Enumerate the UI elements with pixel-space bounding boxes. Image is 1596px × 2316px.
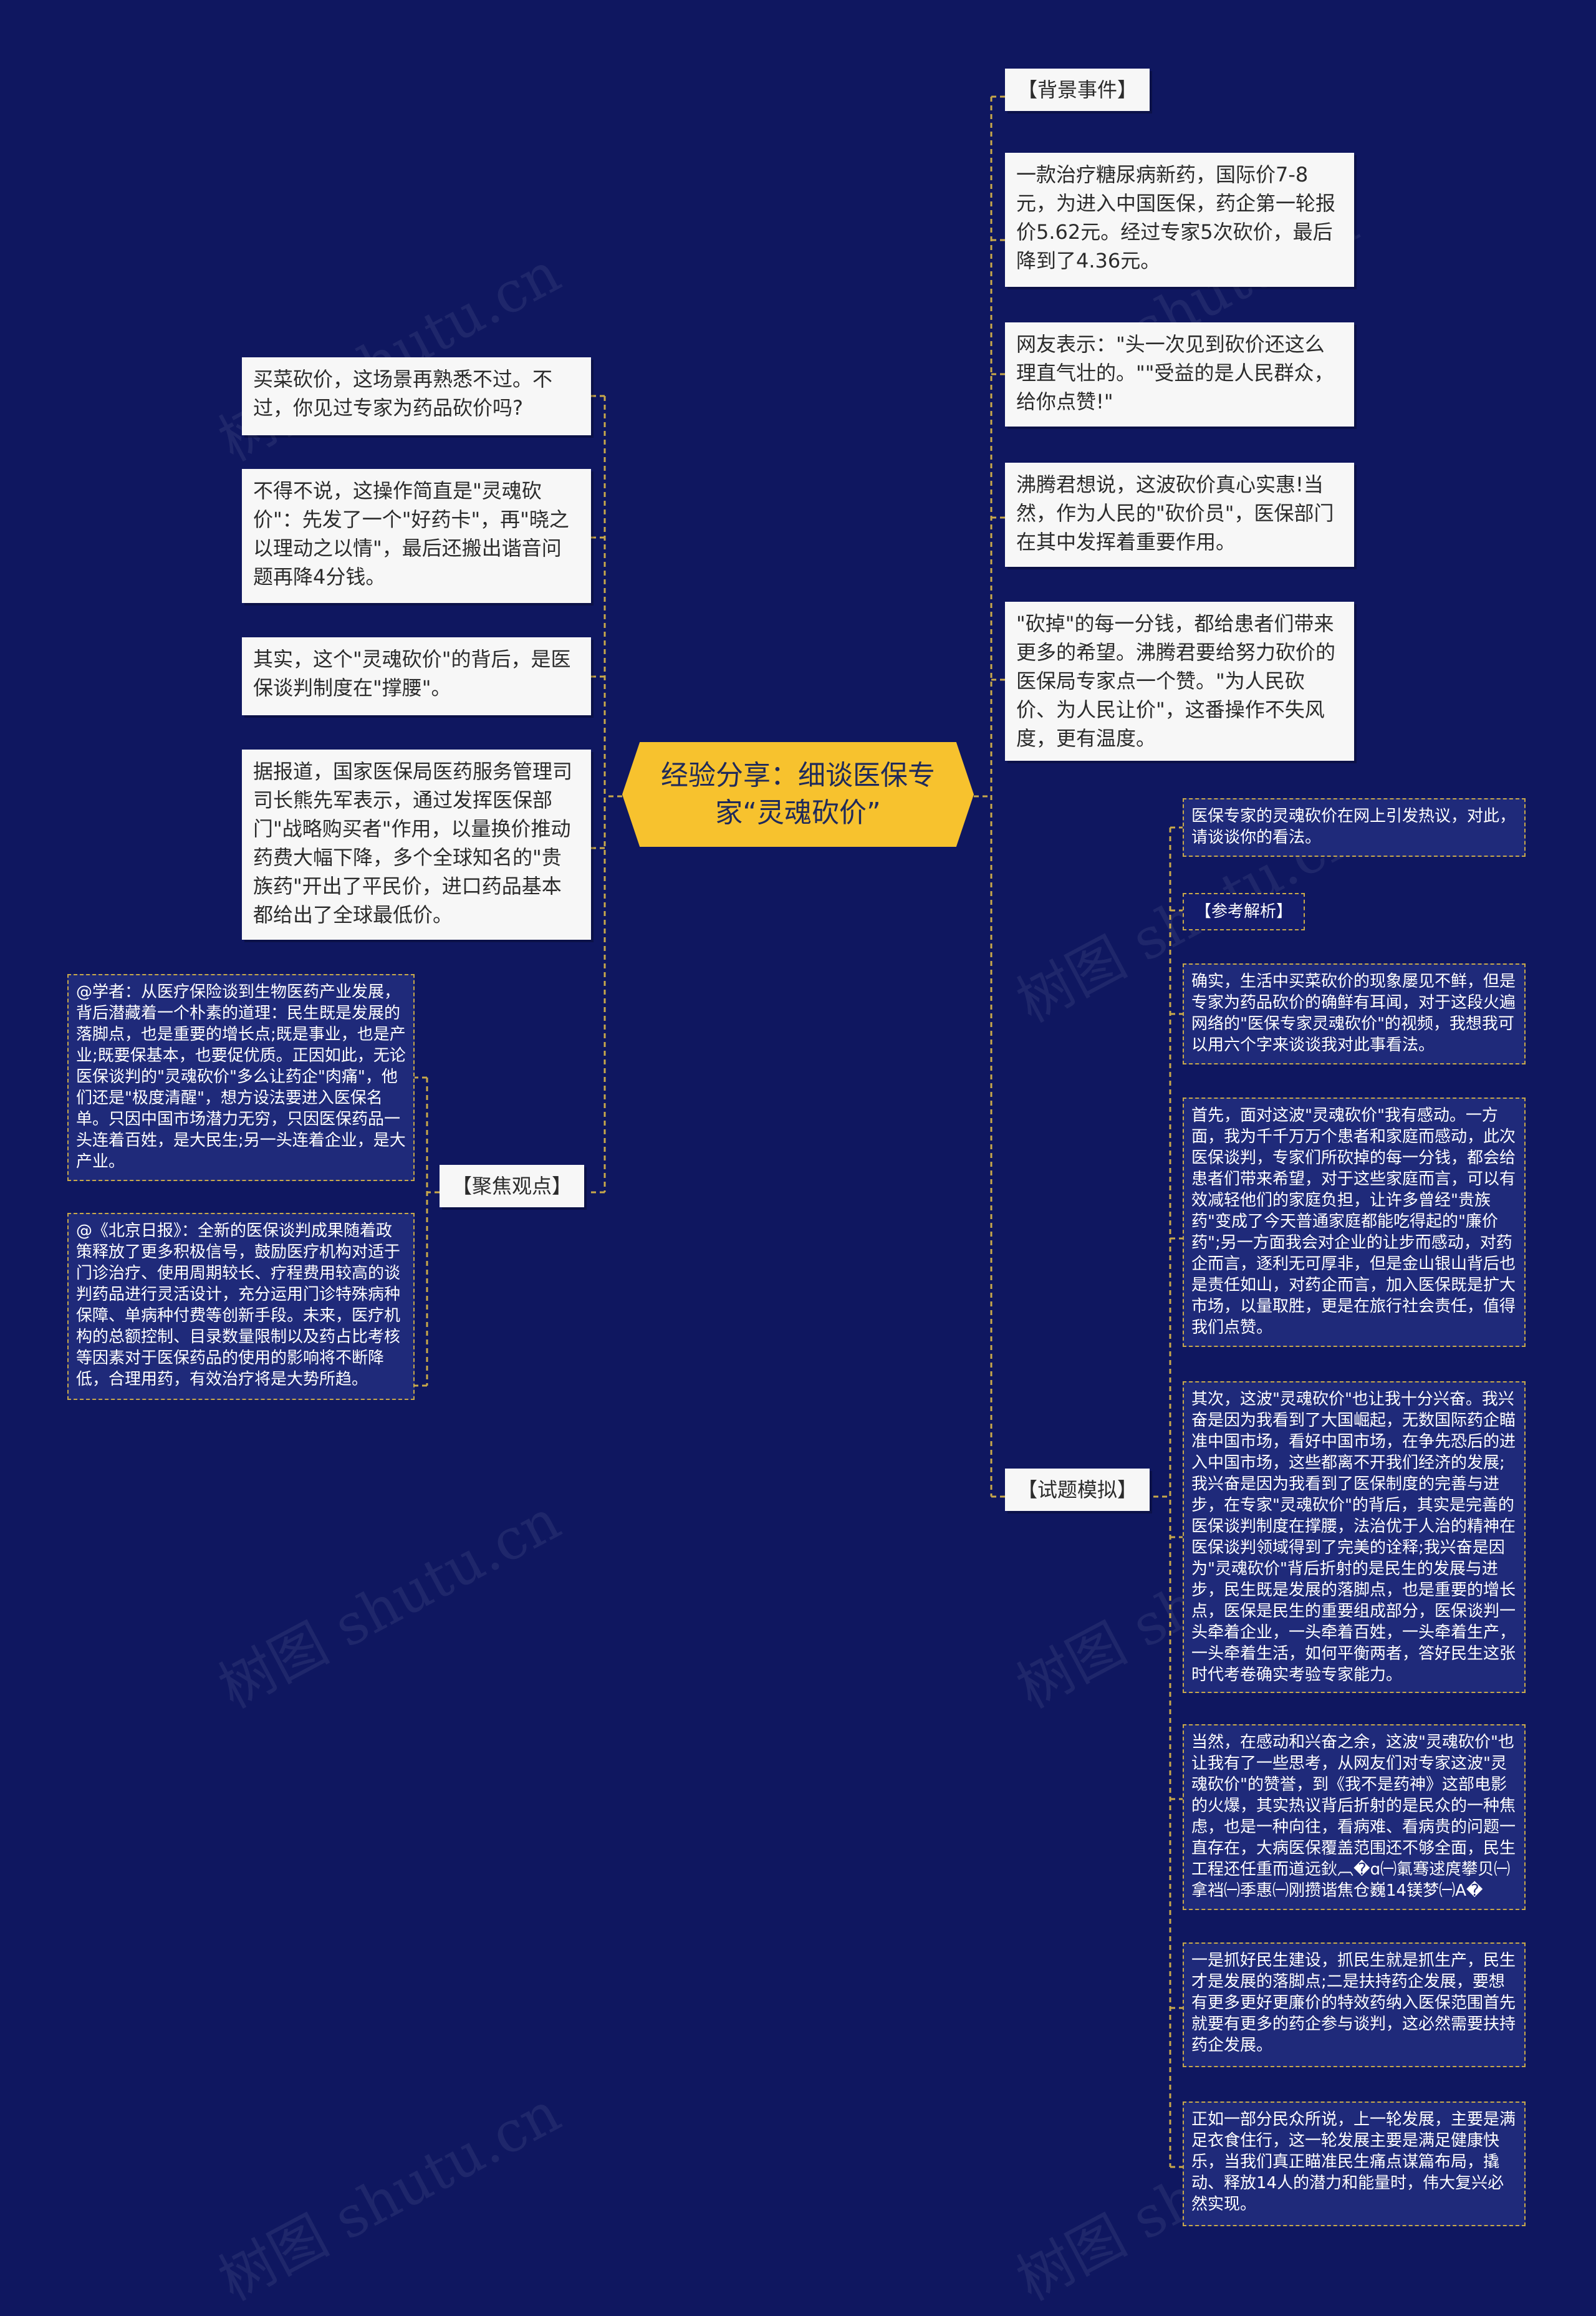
- analysis-paragraph[interactable]: 正如一部分民众所说，上一轮发展，主要是满足衣食住行，这一轮发展主要是满足健康快乐…: [1183, 2101, 1526, 2226]
- background-item[interactable]: 一款治疗糖尿病新药，国际价7-8元，为进入中国医保，药企第一轮报价5.62元。经…: [1005, 153, 1354, 287]
- analysis-label-text: 【参考解析】: [1195, 902, 1293, 921]
- focus-item-text: @《北京日报》：全新的医保谈判成果随着政策释放了更多积极信号，鼓励医疗机构对适于…: [76, 1222, 401, 1389]
- exam-question-text: 医保专家的灵魂砍价在网上引发热议，对此，请谈谈你的看法。: [1191, 807, 1516, 847]
- central-topic[interactable]: 经验分享：细谈医保专家“灵魂砍价”: [622, 742, 974, 847]
- background-item[interactable]: 沸腾君想说，这波砍价真心实惠!当然，作为人民的"砍价员"，医保部门在其中发挥着重…: [1005, 463, 1354, 567]
- left-item-text: 据报道，国家医保局医药服务管理司司长熊先军表示，通过发挥医保部门"战略购买者"作…: [253, 760, 573, 927]
- analysis-paragraph[interactable]: 当然，在感动和兴奋之余，这波"灵魂砍价"也让我有了一些思考，从网友们对专家这波"…: [1183, 1724, 1526, 1910]
- analysis-paragraph[interactable]: 其次，这波"灵魂砍价"也让我十分兴奋。我兴奋是因为我看到了大国崛起，无数国际药企…: [1183, 1381, 1526, 1693]
- exam-question[interactable]: 医保专家的灵魂砍价在网上引发热议，对此，请谈谈你的看法。: [1183, 798, 1526, 857]
- focus-item-text: @学者：从医疗保险谈到生物医药产业发展，背后潜藏着一个朴素的道理：民生既是发展的…: [76, 983, 406, 1171]
- left-item[interactable]: 据报道，国家医保局医药服务管理司司长熊先军表示，通过发挥医保部门"战略购买者"作…: [242, 750, 591, 940]
- background-item-text: 沸腾君想说，这波砍价真心实惠!当然，作为人民的"砍价员"，医保部门在其中发挥着重…: [1016, 473, 1334, 554]
- left-item-text: 其实，这个"灵魂砍价"的背后，是医保谈判制度在"撑腰"。: [253, 647, 571, 700]
- background-item-text: "砍掉"的每一分钱，都给患者们带来更多的希望。沸腾君要给努力砍价的医保局专家点一…: [1016, 612, 1336, 750]
- analysis-paragraph-text: 其次，这波"灵魂砍价"也让我十分兴奋。我兴奋是因为我看到了大国崛起，无数国际药企…: [1191, 1390, 1516, 1684]
- analysis-paragraph-text: 确实，生活中买菜砍价的现象屡见不鲜，但是专家为药品砍价的确鲜有耳闻，对于这段火遍…: [1191, 972, 1516, 1054]
- analysis-paragraph[interactable]: 一是抓好民生建设，抓民生就是抓生产，民生才是发展的落脚点;二是扶持药企发展，要想…: [1183, 1942, 1526, 2067]
- analysis-paragraph-text: 首先，面对这波"灵魂砍价"我有感动。一方面，我为千千万万个患者和家庭而感动，此次…: [1191, 1106, 1516, 1337]
- analysis-label[interactable]: 【参考解析】: [1183, 893, 1305, 930]
- branch-focus[interactable]: 【聚焦观点】: [440, 1165, 585, 1207]
- branch-background-label: 【背景事件】: [1017, 78, 1138, 102]
- background-item-text: 一款治疗糖尿病新药，国际价7-8元，为进入中国医保，药企第一轮报价5.62元。经…: [1016, 163, 1336, 273]
- analysis-paragraph[interactable]: 确实，生活中买菜砍价的现象屡见不鲜，但是专家为药品砍价的确鲜有耳闻，对于这段火遍…: [1183, 963, 1526, 1064]
- background-item[interactable]: "砍掉"的每一分钱，都给患者们带来更多的希望。沸腾君要给努力砍价的医保局专家点一…: [1005, 602, 1354, 761]
- left-item[interactable]: 不得不说，这操作简直是"灵魂砍价"：先发了一个"好药卡"，再"晓之以理动之以情"…: [242, 469, 591, 603]
- branch-exam-label: 【试题模拟】: [1017, 1478, 1138, 1502]
- focus-item[interactable]: @学者：从医疗保险谈到生物医药产业发展，背后潜藏着一个朴素的道理：民生既是发展的…: [67, 974, 415, 1181]
- background-item-text: 网友表示："头一次见到砍价还这么理直气壮的。""受益的是人民群众，给你点赞!": [1016, 332, 1334, 413]
- central-topic-label: 经验分享：细谈医保专家“灵魂砍价”: [661, 760, 935, 829]
- branch-background[interactable]: 【背景事件】: [1005, 69, 1150, 111]
- left-item[interactable]: 买菜砍价，这场景再熟悉不过。不过，你见过专家为药品砍价吗?: [242, 357, 591, 435]
- analysis-paragraph-text: 正如一部分民众所说，上一轮发展，主要是满足衣食住行，这一轮发展主要是满足健康快乐…: [1191, 2110, 1516, 2214]
- left-item-text: 不得不说，这操作简直是"灵魂砍价"：先发了一个"好药卡"，再"晓之以理动之以情"…: [253, 479, 569, 589]
- left-item-text: 买菜砍价，这场景再熟悉不过。不过，你见过专家为药品砍价吗?: [253, 367, 553, 420]
- focus-item[interactable]: @《北京日报》：全新的医保谈判成果随着政策释放了更多积极信号，鼓励医疗机构对适于…: [67, 1213, 415, 1400]
- branch-focus-label: 【聚焦观点】: [452, 1174, 572, 1198]
- branch-exam[interactable]: 【试题模拟】: [1005, 1469, 1150, 1511]
- left-item[interactable]: 其实，这个"灵魂砍价"的背后，是医保谈判制度在"撑腰"。: [242, 637, 591, 715]
- analysis-paragraph-text: 一是抓好民生建设，抓民生就是抓生产，民生才是发展的落脚点;二是扶持药企发展，要想…: [1191, 1951, 1516, 2055]
- background-item[interactable]: 网友表示："头一次见到砍价还这么理直气壮的。""受益的是人民群众，给你点赞!": [1005, 322, 1354, 427]
- analysis-paragraph-text: 当然，在感动和兴奋之余，这波"灵魂砍价"也让我有了一些思考，从网友们对专家这波"…: [1191, 1733, 1516, 1900]
- analysis-paragraph[interactable]: 首先，面对这波"灵魂砍价"我有感动。一方面，我为千千万万个患者和家庭而感动，此次…: [1183, 1098, 1526, 1347]
